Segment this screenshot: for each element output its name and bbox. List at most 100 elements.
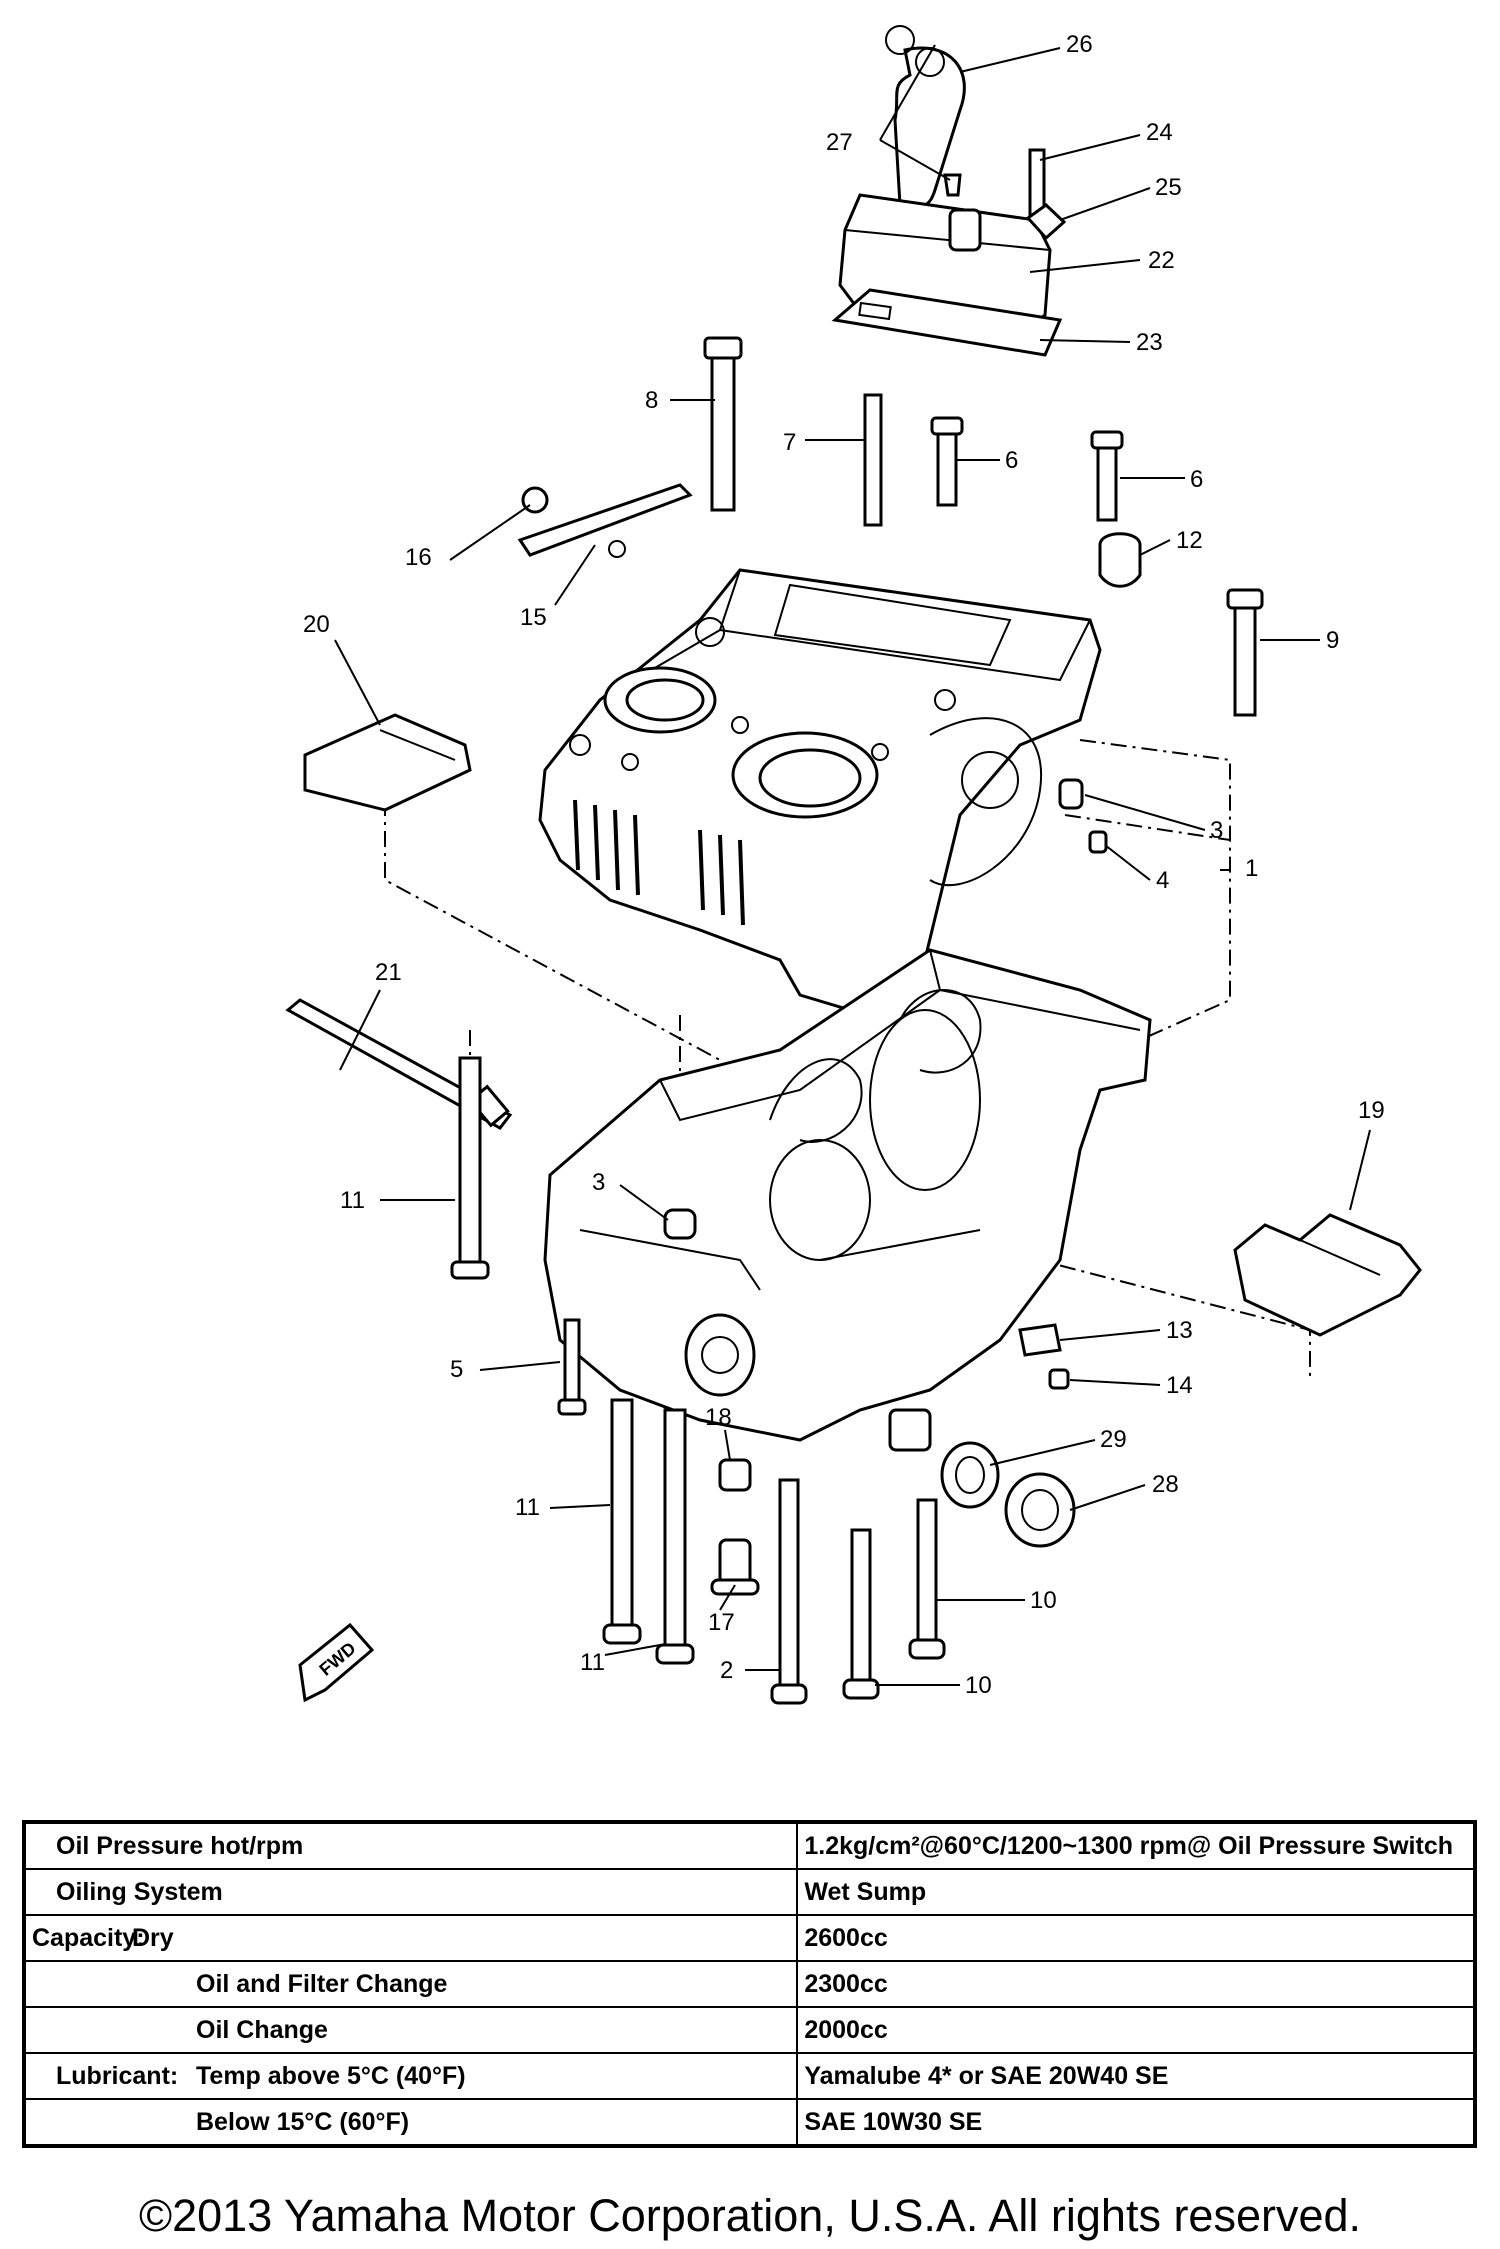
callout-23: 23 — [1136, 329, 1163, 356]
stay-15 — [517, 483, 693, 557]
callout-10b: 10 — [965, 1672, 992, 1699]
cover-20 — [303, 713, 472, 812]
spec-label-secondary: Dry — [132, 1923, 174, 1952]
dowel-3-upper — [1058, 778, 1084, 810]
bolt-5 — [563, 1318, 581, 1407]
callout-22: 22 — [1148, 247, 1175, 274]
spec-label-primary: Oil Pressure hot/rpm — [56, 1831, 304, 1860]
dowel-4 — [1088, 830, 1108, 854]
spec-value-cell: Wet Sump — [796, 1868, 1476, 1916]
callout-1: 1 — [1245, 855, 1258, 882]
oil-spec-table: Oil Pressure hot/rpm 1.2kg/cm²@60°C/1200~… — [22, 1820, 1477, 2148]
lower-bolts — [450, 1056, 1076, 1705]
spec-label-cell: Oil Change — [22, 2006, 799, 2054]
bolt-11b — [610, 1398, 634, 1632]
callout-10a: 10 — [1030, 1587, 1057, 1614]
top-bolts — [517, 336, 1264, 717]
callout-11c: 11 — [580, 1649, 605, 1676]
callout-8: 8 — [645, 387, 658, 414]
callout-3-upper: 3 — [1210, 817, 1223, 844]
nut-18 — [718, 1458, 752, 1492]
hose-clip — [915, 47, 945, 77]
callout-18: 18 — [705, 1404, 732, 1431]
callout-17: 17 — [708, 1609, 735, 1636]
spec-row: Oil Pressure hot/rpm 1.2kg/cm²@60°C/1200~… — [22, 1821, 1476, 1870]
bolt-10b — [916, 1498, 938, 1647]
lower-crankcase — [543, 948, 1152, 1452]
callout-2: 2 — [720, 1657, 733, 1684]
copyright-notice: ©2013 Yamaha Motor Corporation, U.S.A. A… — [138, 2190, 1362, 2241]
callout-25: 25 — [1155, 174, 1182, 201]
spec-label-cell: Oil and Filter Change — [22, 1960, 799, 2008]
spec-row: Lubricant: Temp above 5°C (40°F) Yamalube … — [22, 2052, 1476, 2100]
callout-5: 5 — [450, 1356, 463, 1383]
spec-label-primary: Lubricant: — [56, 2061, 179, 2090]
callout-13: 13 — [1166, 1317, 1193, 1344]
breather-hose — [893, 46, 966, 209]
crank-bearing-bore — [684, 1313, 756, 1397]
callout-6a: 6 — [1005, 447, 1018, 474]
o-ring-29 — [940, 1441, 1000, 1509]
drain-plug-28 — [1004, 1472, 1076, 1548]
callout-24: 24 — [1146, 119, 1173, 146]
spec-label-secondary: Oil Change — [196, 2015, 328, 2044]
callout-20: 20 — [303, 611, 330, 638]
breather-nipple — [948, 208, 982, 252]
bolt-7 — [863, 393, 883, 527]
cooling-fins — [573, 799, 745, 926]
bolt-2 — [778, 1478, 800, 1692]
spec-label-cell: Oil Pressure hot/rpm — [22, 1821, 799, 1870]
spec-row: Oil and Filter Change 2300cc — [22, 1960, 1476, 2008]
spec-value-cell: 2300cc — [796, 1960, 1476, 2008]
bolt-8 — [710, 343, 736, 512]
bolt-11c — [663, 1408, 687, 1652]
bolt-11a — [458, 1056, 482, 1270]
callout-27: 27 — [826, 129, 853, 156]
bolt-10a — [850, 1528, 872, 1687]
hose-clip-top — [885, 25, 915, 55]
cover-19 — [1233, 1213, 1422, 1337]
callout-3-lower: 3 — [592, 1169, 605, 1196]
spec-label-secondary: Below 15°C (60°F) — [196, 2107, 410, 2136]
callout-14: 14 — [1166, 1372, 1193, 1399]
spec-label-secondary: Oil and Filter Change — [196, 1969, 448, 1998]
spec-value-cell: 2000cc — [796, 2006, 1476, 2054]
bolt-6a — [936, 423, 958, 507]
spec-label-cell: Below 15°C (60°F) — [22, 2098, 799, 2147]
leader-lines — [334, 44, 1371, 1686]
spec-value-cell: 2600cc — [796, 1914, 1476, 1962]
filter-boss — [888, 1408, 932, 1452]
callout-9: 9 — [1326, 627, 1339, 654]
spec-label-cell: Lubricant: Temp above 5°C (40°F) — [22, 2052, 799, 2100]
upper-crankcase — [538, 568, 1102, 1027]
dowel-3-lower — [663, 1208, 697, 1240]
spec-row: Below 15°C (60°F) SAE 10W30 SE — [22, 2098, 1476, 2147]
spec-value-cell: SAE 10W30 SE — [796, 2098, 1476, 2147]
spec-value-cell: 1.2kg/cm²@60°C/1200~1300 rpm@ Oil Pressu… — [796, 1821, 1476, 1870]
spec-row: Oil Change 2000cc — [22, 2006, 1476, 2054]
spec-label-secondary: Temp above 5°C (40°F) — [196, 2061, 466, 2090]
callout-7: 7 — [783, 429, 796, 456]
spec-label-cell: Capacity:Dry — [22, 1914, 799, 1962]
bolt-14 — [1048, 1368, 1070, 1390]
spec-table-body: Oil Pressure hot/rpm 1.2kg/cm²@60°C/1200~… — [22, 1821, 1476, 2147]
callout-15: 15 — [520, 604, 547, 631]
callout-21: 21 — [375, 959, 402, 986]
spec-label-cell: Oiling System — [22, 1868, 799, 1916]
spec-value-cell: Yamalube 4* or SAE 20W40 SE — [796, 2052, 1476, 2100]
callout-19: 19 — [1358, 1097, 1385, 1124]
breather-assembly — [831, 25, 1067, 357]
callout-numbers: 26 27 24 25 22 23 8 7 6 6 12 16 15 20 9 … — [303, 31, 1385, 1699]
callout-6b: 6 — [1190, 466, 1203, 493]
plug-13 — [1018, 1323, 1062, 1357]
callout-28: 28 — [1152, 1471, 1179, 1498]
fwd-arrow: FWD — [298, 1622, 375, 1703]
bolt-6b — [1096, 438, 1118, 522]
callout-11b: 11 — [515, 1494, 540, 1521]
bolt-17 — [718, 1538, 752, 1587]
callout-4: 4 — [1156, 867, 1169, 894]
exploded-parts-diagram: FWD — [285, 25, 1422, 1705]
callout-11a: 11 — [340, 1187, 365, 1214]
